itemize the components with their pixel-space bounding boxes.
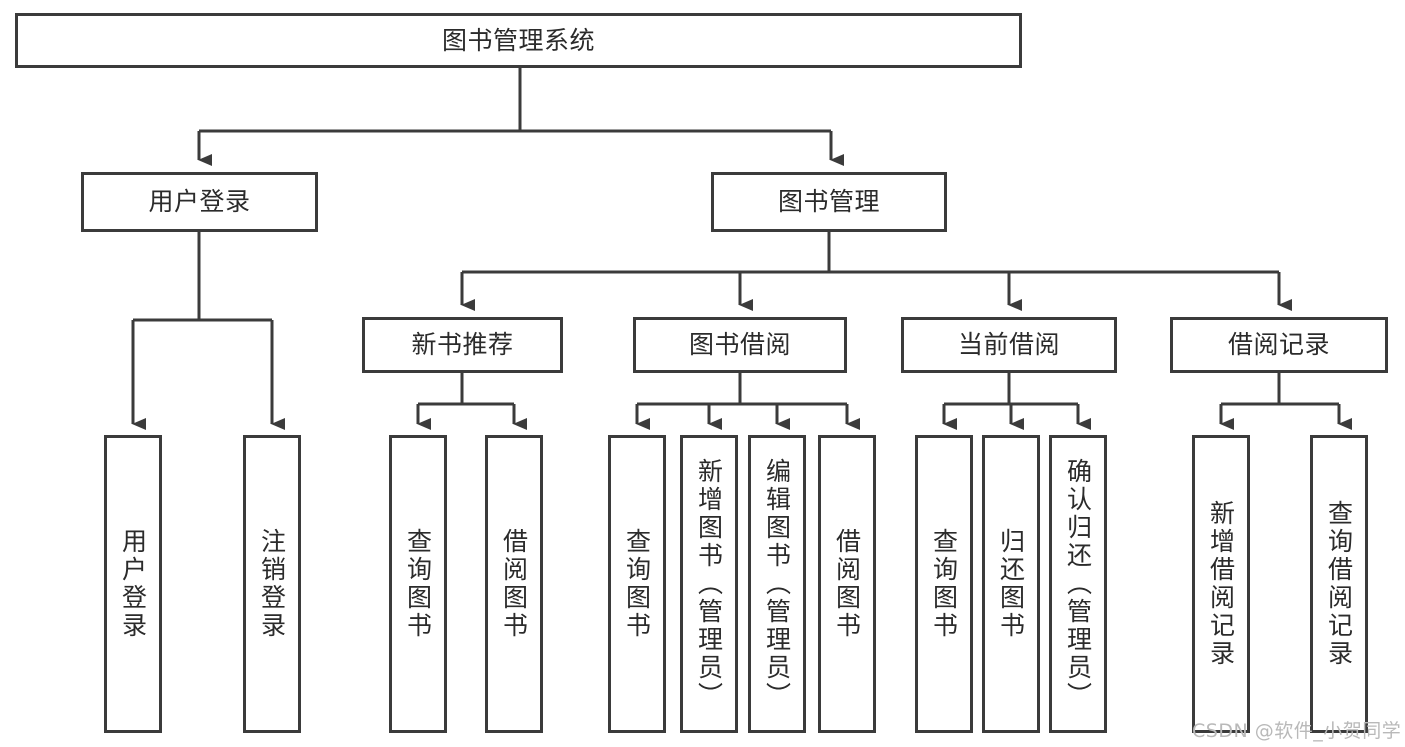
node-leaf-edit-book[interactable]: 编辑图书（管理员） xyxy=(748,435,806,733)
node-leaf-borrow-book-1[interactable]: 借阅图书 xyxy=(485,435,543,733)
node-user-login[interactable]: 用户登录 xyxy=(81,172,318,232)
node-leaf-confirm-return[interactable]: 确认归还（管理员） xyxy=(1049,435,1107,733)
node-leaf-query-book-3-label: 查询图书 xyxy=(929,528,959,640)
node-borrow-record[interactable]: 借阅记录 xyxy=(1170,317,1388,373)
node-new-book-recommend[interactable]: 新书推荐 xyxy=(362,317,563,373)
node-leaf-query-book-2[interactable]: 查询图书 xyxy=(608,435,666,733)
node-leaf-borrow-book-2[interactable]: 借阅图书 xyxy=(818,435,876,733)
node-leaf-add-book-label: 新增图书（管理员） xyxy=(694,458,724,710)
node-leaf-user-logout-label: 注销登录 xyxy=(257,528,287,640)
node-book-manage[interactable]: 图书管理 xyxy=(711,172,947,232)
node-leaf-user-login[interactable]: 用户登录 xyxy=(104,435,162,733)
node-user-login-label: 用户登录 xyxy=(148,187,251,216)
node-leaf-query-record[interactable]: 查询借阅记录 xyxy=(1310,435,1368,733)
node-leaf-query-record-label: 查询借阅记录 xyxy=(1324,500,1354,668)
node-leaf-borrow-book-1-label: 借阅图书 xyxy=(499,528,529,640)
node-leaf-user-login-label: 用户登录 xyxy=(118,528,148,640)
node-root[interactable]: 图书管理系统 xyxy=(15,13,1022,68)
node-leaf-return-book-label: 归还图书 xyxy=(996,528,1026,640)
node-borrow-record-label: 借阅记录 xyxy=(1227,330,1330,359)
node-leaf-add-record-label: 新增借阅记录 xyxy=(1206,500,1236,668)
node-current-borrow[interactable]: 当前借阅 xyxy=(901,317,1117,373)
node-new-book-recommend-label: 新书推荐 xyxy=(411,330,514,359)
node-root-label: 图书管理系统 xyxy=(441,25,595,55)
node-leaf-query-book-2-label: 查询图书 xyxy=(622,528,652,640)
node-book-manage-label: 图书管理 xyxy=(777,187,880,216)
node-book-borrow[interactable]: 图书借阅 xyxy=(633,317,847,373)
node-leaf-borrow-book-2-label: 借阅图书 xyxy=(832,528,862,640)
node-leaf-return-book[interactable]: 归还图书 xyxy=(982,435,1040,733)
node-leaf-query-book-1-label: 查询图书 xyxy=(403,528,433,640)
node-book-borrow-label: 图书借阅 xyxy=(688,330,791,359)
node-leaf-add-book[interactable]: 新增图书（管理员） xyxy=(680,435,738,733)
node-leaf-user-logout[interactable]: 注销登录 xyxy=(243,435,301,733)
node-leaf-add-record[interactable]: 新增借阅记录 xyxy=(1192,435,1250,733)
node-current-borrow-label: 当前借阅 xyxy=(957,330,1060,359)
node-leaf-confirm-return-label: 确认归还（管理员） xyxy=(1063,458,1093,710)
node-leaf-query-book-3[interactable]: 查询图书 xyxy=(915,435,973,733)
node-leaf-query-book-1[interactable]: 查询图书 xyxy=(389,435,447,733)
node-leaf-edit-book-label: 编辑图书（管理员） xyxy=(762,458,792,710)
